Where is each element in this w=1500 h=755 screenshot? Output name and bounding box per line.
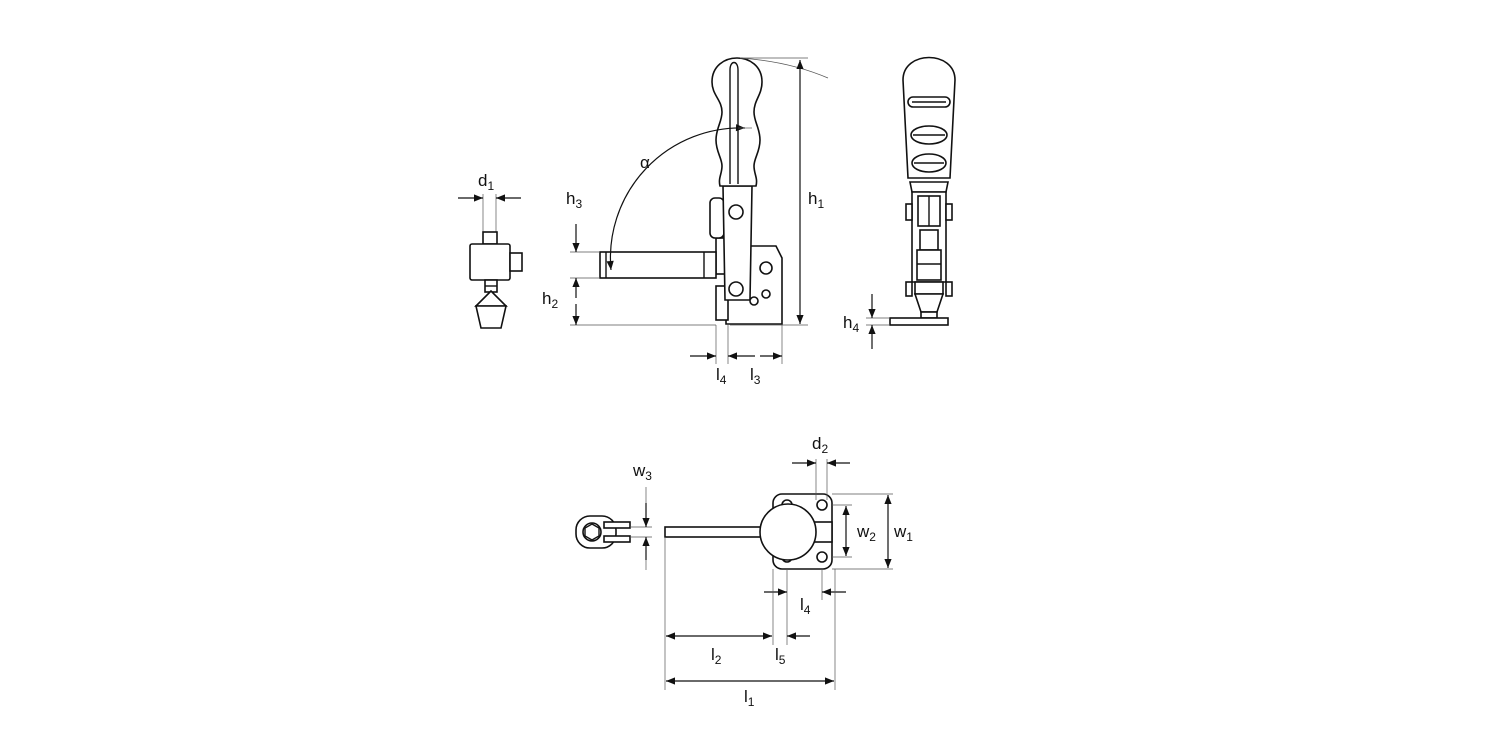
front-view (866, 56, 956, 349)
label-h3: h3 (566, 189, 582, 211)
label-alpha: α (640, 153, 650, 172)
label-h1: h1 (808, 189, 824, 211)
spindle-view (458, 194, 523, 329)
label-l5: l5 (775, 645, 786, 667)
label-w2: w2 (856, 522, 876, 544)
label-d2: d2 (812, 434, 828, 456)
label-w1: w1 (893, 522, 913, 544)
label-w3: w3 (632, 461, 652, 483)
label-l2: l2 (711, 645, 722, 667)
top-view (575, 459, 893, 690)
label-d1: d1 (478, 171, 494, 193)
label-h2: h2 (542, 289, 558, 311)
side-view (570, 57, 829, 364)
label-l4-top: l4 (800, 595, 811, 617)
label-l1: l1 (744, 687, 755, 709)
label-l4-side: l4 (716, 365, 727, 387)
label-l3: l3 (750, 365, 761, 387)
label-h4: h4 (843, 313, 859, 335)
